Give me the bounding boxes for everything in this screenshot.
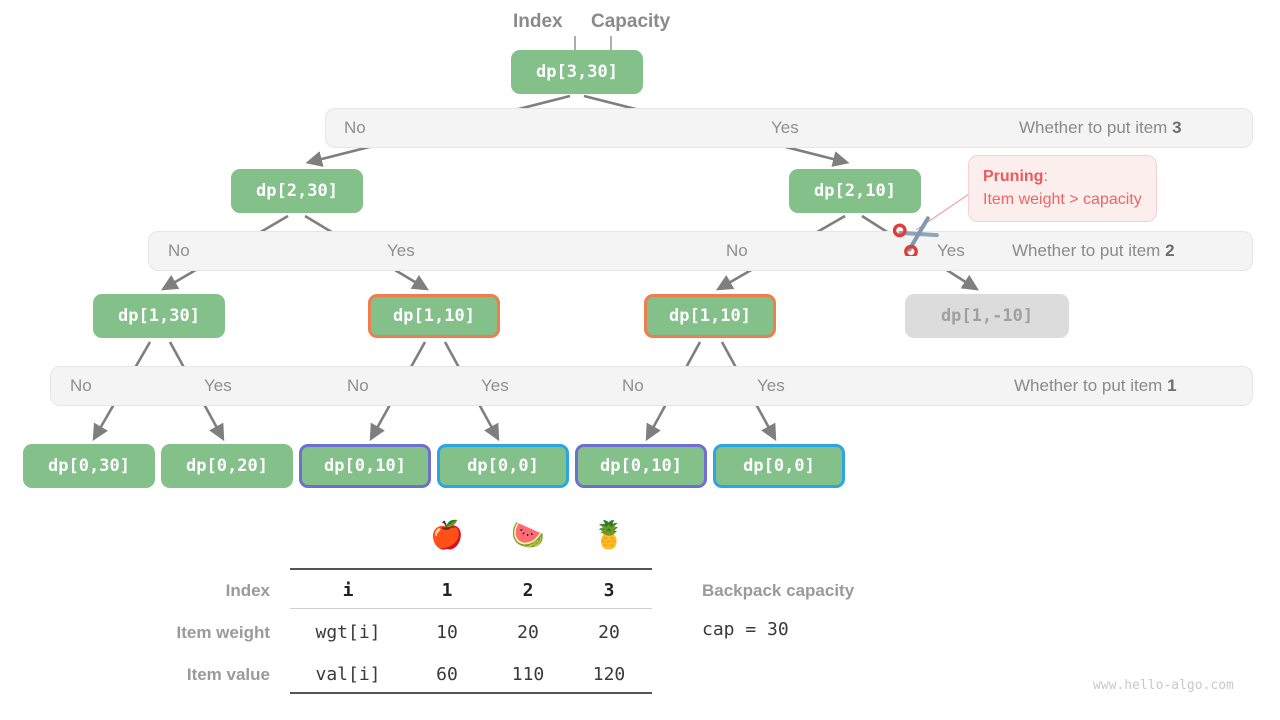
branch-label-yes-l2a: Yes [387, 241, 415, 260]
leaf-node-dp-0-10-a[interactable]: dp[0,10] [299, 444, 431, 488]
table-weight-2: 20 [517, 622, 539, 643]
scissors-icon [893, 216, 939, 256]
branch-label-yes-l1: Yes [771, 118, 799, 137]
watermark: www.hello-algo.com [1093, 678, 1234, 693]
table-row-label-item-value: Item value [186, 665, 270, 684]
tree-node-dp-1-10-left[interactable]: dp[1,10] [368, 294, 500, 338]
branch-label-yes-l3c: Yes [757, 376, 785, 395]
branch-label-yes-l3a: Yes [204, 376, 232, 395]
branch-label-no-l3a: No [70, 376, 92, 395]
leaf-node-dp-0-10-b[interactable]: dp[0,10] [575, 444, 707, 488]
leaf-node-dp-0-20[interactable]: dp[0,20] [161, 444, 293, 488]
decision-label-item2: Whether to put item 2 [1012, 241, 1175, 260]
table-rule-bottom [290, 692, 652, 694]
branch-label-no-l1: No [344, 118, 366, 137]
decision-bar-item1 [50, 366, 1253, 406]
tree-node-dp-3-30[interactable]: dp[3,30] [511, 50, 643, 94]
tree-node-dp-1-30[interactable]: dp[1,30] [93, 294, 225, 338]
table-value-1: 60 [436, 664, 458, 685]
table-weight-1: 10 [436, 622, 458, 643]
table-col-header-3: 3 [603, 580, 615, 601]
fruit-icon-pineapple: 🍍 [592, 520, 626, 550]
branch-label-yes-l2b: Yes [937, 241, 965, 260]
table-weight-3: 20 [598, 622, 620, 643]
decision-bar-item3 [325, 108, 1253, 148]
tree-node-dp-1-minus10[interactable]: dp[1,-10] [905, 294, 1069, 338]
backpack-capacity-value: cap = 30 [702, 619, 789, 640]
table-rule-mid [290, 608, 652, 609]
branch-label-no-l3b: No [347, 376, 369, 395]
branch-label-yes-l3b: Yes [481, 376, 509, 395]
decision-bar-item2 [148, 231, 1253, 271]
branch-label-no-l2a: No [168, 241, 190, 260]
table-key-i: i [342, 580, 354, 601]
leaf-node-dp-0-30[interactable]: dp[0,30] [23, 444, 155, 488]
leaf-node-dp-0-0-b[interactable]: dp[0,0] [713, 444, 845, 488]
capacity-annotation-label: Capacity [591, 11, 671, 32]
pruning-callout-colon: : [1043, 168, 1048, 185]
fruit-icon-apple: 🍎 [430, 520, 464, 550]
table-key-wgt: wgt[i] [315, 622, 381, 643]
table-value-2: 110 [511, 664, 545, 685]
fruit-icon-watermelon: 🍉 [511, 520, 545, 550]
decision-label-item1: Whether to put item 1 [1014, 376, 1177, 395]
index-annotation-label: Index [513, 11, 563, 32]
table-row-label-index: Index [225, 581, 270, 600]
pruning-callout: Pruning: Item weight > capacity [968, 155, 1157, 223]
branch-label-no-l2b: No [726, 241, 748, 260]
table-row-label-item-weight: Item weight [176, 623, 270, 642]
decision-label-item3: Whether to put item 3 [1019, 118, 1182, 137]
table-rule-top [290, 568, 652, 570]
pruning-callout-title: Pruning [983, 168, 1044, 185]
pruning-callout-body: Item weight > capacity [983, 191, 1142, 209]
branch-label-no-l3c: No [622, 376, 644, 395]
leaf-node-dp-0-0-a[interactable]: dp[0,0] [437, 444, 569, 488]
tree-node-dp-2-10[interactable]: dp[2,10] [789, 169, 921, 213]
tree-node-dp-1-10-right[interactable]: dp[1,10] [644, 294, 776, 338]
table-col-header-1: 1 [441, 580, 453, 601]
backpack-capacity-title: Backpack capacity [702, 581, 855, 600]
table-key-val: val[i] [315, 664, 381, 685]
table-value-3: 120 [592, 664, 626, 685]
tree-node-dp-2-30[interactable]: dp[2,30] [231, 169, 363, 213]
table-col-header-2: 2 [522, 580, 534, 601]
